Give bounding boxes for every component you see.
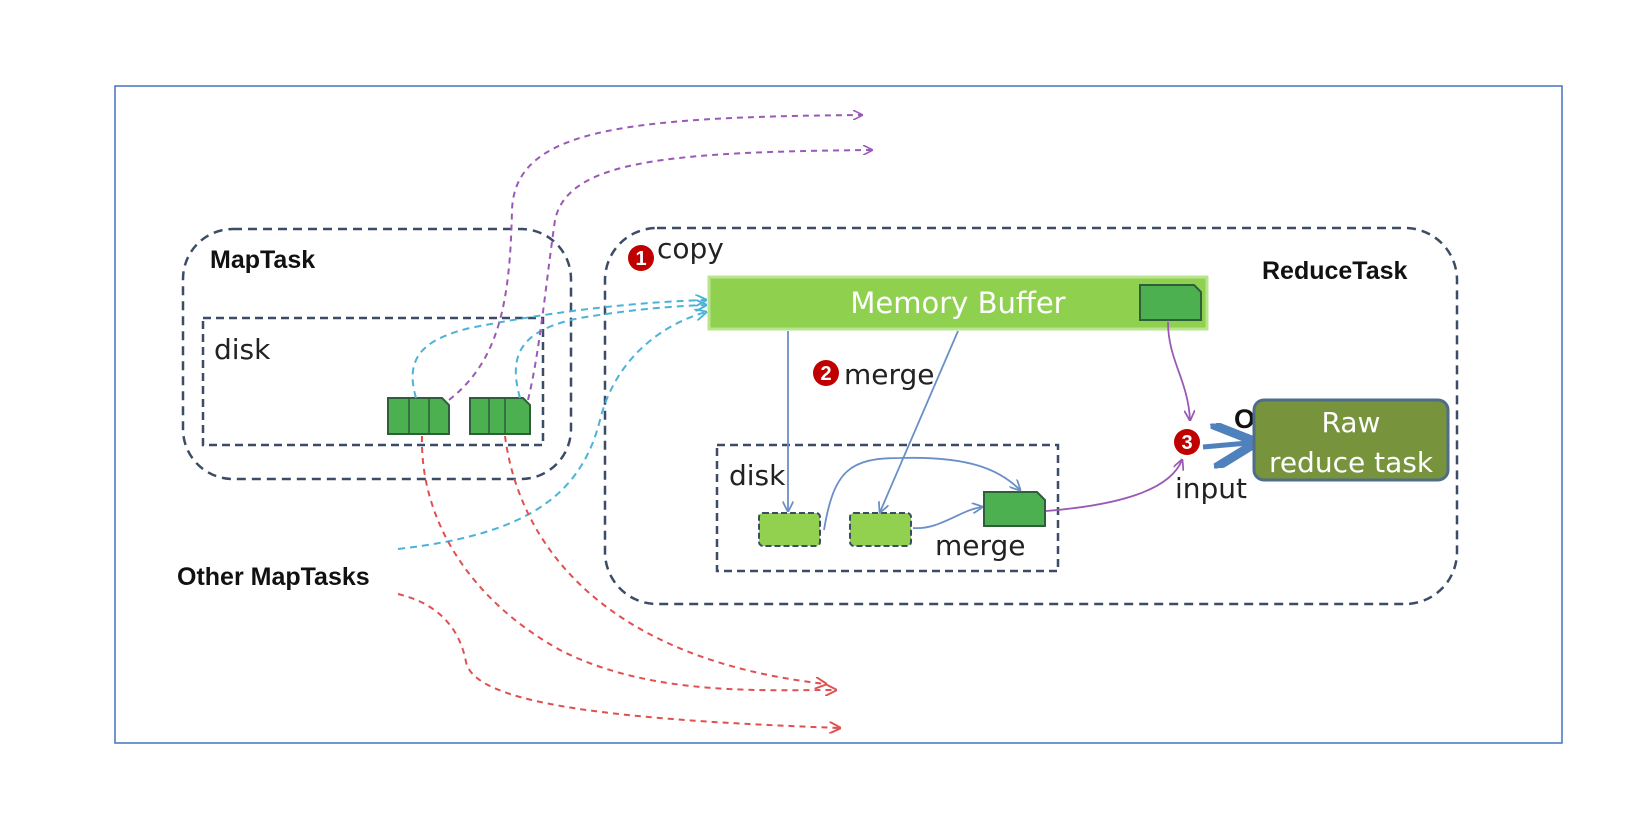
merge-step-label: merge [844, 358, 935, 391]
map-disk-box [201, 316, 545, 447]
out-arrow-red-2 [504, 435, 826, 684]
raw-reduce-task-line1: Raw [1322, 406, 1381, 439]
disk-merge-arc-arrow [823, 456, 1020, 531]
copy-arrow-other [397, 312, 706, 550]
buffer-segment-file [1139, 284, 1202, 321]
reducetask-label: ReduceTask [1262, 257, 1408, 285]
disk-merge-small-arrow [912, 507, 982, 529]
reduce-disk-box [715, 443, 1060, 573]
maptask-box [181, 227, 573, 481]
copy-label: copy [657, 232, 724, 265]
copy-arrow-1 [411, 300, 706, 399]
reduce-disk-label: disk [729, 459, 786, 492]
reducetask-box [603, 226, 1459, 606]
out-arrow-purple-2 [527, 150, 872, 401]
raw-reduce-task-box [1252, 398, 1450, 482]
out-arrow-red-other [397, 593, 840, 728]
memory-buffer-label: Memory Buffer [850, 286, 1065, 320]
out-arrow-red-1 [420, 435, 836, 690]
input-label: input [1175, 472, 1247, 505]
map-disk-label: disk [214, 333, 271, 366]
or-arrow [1202, 443, 1248, 447]
step-2-badge [813, 360, 839, 386]
copy-arrow-2 [514, 305, 706, 399]
disk-merge-label: merge [935, 529, 1026, 562]
disk-merged-file [983, 491, 1046, 527]
step-2-number: 2 [820, 363, 831, 385]
other-maptasks-label: Other MapTasks [177, 563, 370, 591]
step-1-number: 1 [635, 248, 646, 270]
disk-spill-file-2 [849, 512, 912, 547]
out-arrow-purple-1 [448, 115, 862, 401]
disk-spill-file-1 [758, 512, 821, 547]
memory-buffer [707, 275, 1209, 331]
step-3-number: 3 [1181, 432, 1192, 454]
disk-to-input-arrow [1045, 460, 1182, 512]
buffer-to-input-arrow [1167, 321, 1190, 420]
map-partition-file-1 [387, 397, 450, 435]
step-3-badge [1174, 429, 1200, 455]
raw-reduce-task-line2: reduce task [1269, 446, 1434, 479]
step-1-badge [628, 245, 654, 271]
map-partition-file-2 [469, 397, 531, 435]
maptask-label: MapTask [210, 246, 315, 274]
buffer-to-disk-arrow-2 [880, 330, 959, 512]
